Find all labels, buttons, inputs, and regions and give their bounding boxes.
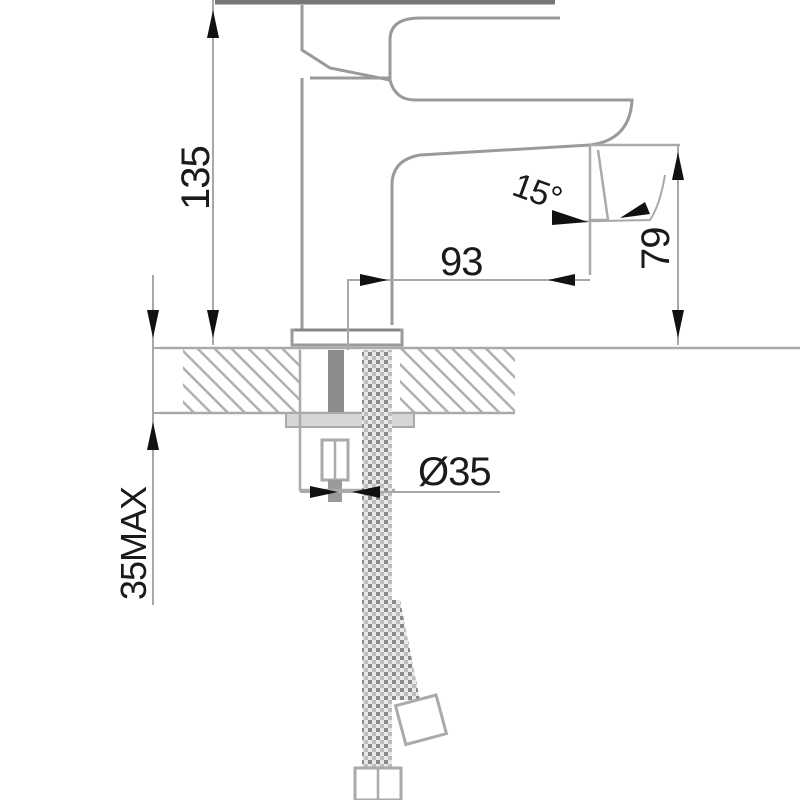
dimension-93 <box>347 274 590 350</box>
label-max-thickness: 35MAX <box>113 486 154 600</box>
countertop-section <box>160 346 800 415</box>
label-height-total: 135 <box>174 146 218 210</box>
mounting-hardware <box>285 350 415 502</box>
dimension-35max <box>147 275 183 605</box>
dimension-135 <box>207 0 219 345</box>
label-spout-height: 79 <box>634 227 678 271</box>
dimension-15-degree <box>552 174 666 225</box>
label-spout-reach: 93 <box>440 240 483 284</box>
label-hole-diameter: Ø35 <box>418 450 492 494</box>
braided-hose <box>353 350 449 800</box>
dimension-diameter-35 <box>300 486 500 498</box>
faucet-body <box>215 0 680 347</box>
dimension-79 <box>672 145 684 345</box>
